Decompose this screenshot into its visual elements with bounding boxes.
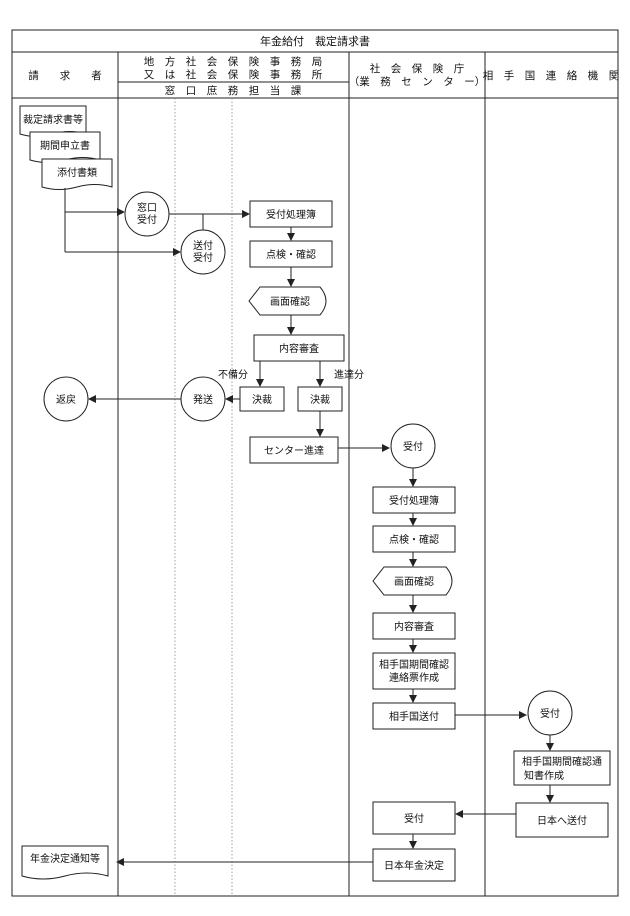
dispatch-node: 発送 [180,376,226,422]
doc-period-statement: 期間申立書 [29,131,101,163]
agency-reception-node: 受付 [390,423,436,469]
svg-text:内容審査: 内容審査 [394,620,434,633]
agency-reception-log-box: 受付処理簿 [372,486,456,514]
doc-attachments: 添付書類 [41,158,113,190]
svg-text:受付: 受付 [540,707,560,720]
screen-check-display: 画面確認 [248,286,327,316]
svg-text:センター進達: センター進達 [264,445,324,457]
send-to-japan-box: 日本へ送付 [515,802,609,838]
window-reception-node: 窓口 受付 [124,191,170,237]
svg-text:内容審査: 内容審査 [279,342,319,355]
header-agency-line1: 社 会 保 険 庁 [370,62,465,75]
send-to-partner-box: 相手国送付 [372,702,456,730]
svg-text:決裁: 決裁 [310,393,330,406]
svg-text:受付処理簿: 受付処理簿 [389,494,439,507]
svg-text:受付: 受付 [137,213,157,226]
header-office-line3: 窓 口 庶 務 担 当 課 [165,84,302,97]
svg-text:受付: 受付 [193,251,213,264]
svg-text:返戻: 返戻 [56,393,76,406]
svg-text:日本年金決定: 日本年金決定 [384,859,444,872]
reception-log-box: 受付処理簿 [249,200,333,228]
agency-inspection-box: 点検・確認 [372,525,456,553]
svg-text:添付書類: 添付書類 [57,166,97,179]
header-agency-line2: （業 務 セ ン タ ー） [349,75,486,88]
svg-text:年金決定通知等: 年金決定通知等 [30,852,100,865]
svg-text:決裁: 決裁 [252,393,272,406]
svg-text:受付処理簿: 受付処理簿 [266,208,316,221]
content-review-box: 内容審査 [253,334,345,362]
svg-text:点検・確認: 点検・確認 [266,248,316,261]
page-title: 年金給付 裁定請求書 [260,34,370,48]
svg-text:期間申立書: 期間申立書 [40,139,90,152]
svg-text:裁定請求書等: 裁定請求書等 [23,113,83,126]
approval-box-right: 決裁 [297,386,343,412]
svg-text:画面確認: 画面確認 [270,295,310,308]
period-confirmation-form-box: 相手国期間確認 連絡票作成 [372,652,456,690]
svg-text:送付: 送付 [193,239,213,252]
approval-box-left: 決裁 [239,386,285,412]
forwarded-label: 進達分 [334,369,364,381]
mail-reception-node: 送付 受付 [180,229,226,275]
svg-text:画面確認: 画面確認 [394,575,434,588]
svg-text:点検・確認: 点検・確認 [389,533,439,546]
header-claimant: 請 求 者 [28,69,102,82]
header-office-line2: 又 は 社 会 保 険 事 務 所 [144,68,323,81]
svg-text:日本へ送付: 日本へ送付 [537,814,587,827]
header-partner: 相 手 国 連 絡 機 関 [483,69,620,82]
svg-text:知書作成: 知書作成 [524,769,564,782]
japan-reception-box: 受付 [372,801,456,835]
agency-content-review-box: 内容審査 [372,612,456,640]
svg-text:相手国期間確認通: 相手国期間確認通 [522,755,602,768]
center-forward-box: センター進達 [249,436,339,464]
svg-text:窓口: 窓口 [137,201,157,214]
svg-text:発送: 発送 [193,393,213,406]
svg-text:受付: 受付 [404,812,424,825]
svg-text:受付: 受付 [403,440,423,453]
japan-pension-decision-box: 日本年金決定 [372,848,456,882]
agency-screen-check-display: 画面確認 [372,566,453,596]
partner-notice-box: 相手国期間確認通 知書作成 [513,750,611,786]
partner-reception-node: 受付 [527,690,573,736]
decision-notice-doc: 年金決定通知等 [21,845,109,880]
svg-text:相手国期間確認: 相手国期間確認 [379,658,449,671]
outer-frame [11,29,619,897]
inspection-box: 点検・確認 [249,240,333,268]
deficient-label: 不備分 [218,368,248,381]
svg-text:相手国送付: 相手国送付 [389,710,439,723]
header-office-line1: 地 方 社 会 保 険 事 務 局 [144,55,323,68]
return-node: 返戻 [43,376,89,422]
svg-text:連絡票作成: 連絡票作成 [389,671,439,684]
